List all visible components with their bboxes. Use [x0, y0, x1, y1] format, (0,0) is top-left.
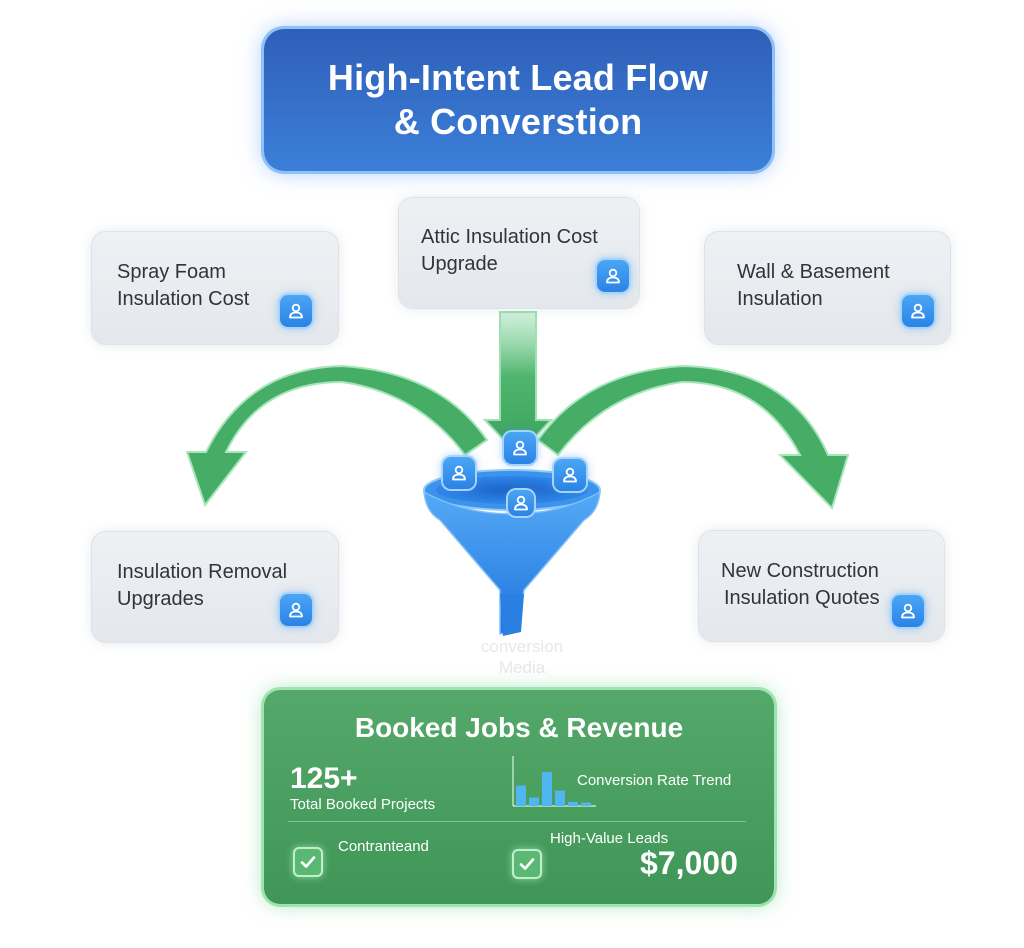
card-label-line-1: Attic Insulation Cost: [421, 226, 598, 248]
faint-label-line-1: conversion: [480, 637, 564, 656]
user-icon: [280, 594, 312, 626]
user-icon: [280, 295, 312, 327]
high-value-leads-label: High-Value Leads: [550, 830, 669, 847]
lead-user-icon: [443, 457, 475, 489]
source-card-attic: Attic Insulation Cost Upgrade: [399, 198, 639, 308]
source-card-new-construction: New Construction Insulation Quotes: [699, 531, 944, 641]
title-line-2: & Converstion: [393, 101, 643, 142]
trend-label: Conversion Rate Trend: [577, 772, 732, 789]
card-label-line-2: Upgrade: [421, 253, 498, 275]
faint-label-line-2: Media: [498, 658, 546, 677]
card-label-line-1: Spray Foam: [117, 261, 226, 283]
check-label: Contranteand: [338, 838, 429, 855]
lead-user-icon: [508, 490, 534, 516]
card-label-line-2: Insulation: [737, 288, 823, 310]
booked-jobs-panel: Booked Jobs & Revenue 125+ Total Booked …: [264, 690, 774, 904]
user-icon: [597, 260, 629, 292]
panel-title: Booked Jobs & Revenue: [354, 712, 684, 743]
source-card-spray-foam: Spray Foam Insulation Cost: [92, 232, 338, 344]
check-icon: [512, 849, 542, 879]
source-card-removal: Insulation Removal Upgrades: [92, 532, 338, 642]
lead-user-icon: [504, 432, 536, 464]
card-label-line-2: Insulation Quotes: [724, 587, 880, 609]
booked-label: Total Booked Projects: [290, 796, 436, 813]
title-line-1: High-Intent Lead Flow: [327, 57, 709, 98]
user-icon: [902, 295, 934, 327]
card-label-line-2: Insulation Cost: [117, 288, 250, 310]
booked-count: 125+: [290, 762, 358, 795]
trend-bar: [542, 772, 552, 806]
trend-bar: [529, 797, 539, 806]
lead-user-icon: [554, 459, 586, 491]
trend-bar: [581, 802, 591, 806]
funnel-faint-label: conversion Media: [442, 636, 602, 678]
arrow-curve-right: [536, 364, 850, 510]
card-label-line-1: New Construction: [721, 560, 879, 582]
arrow-curve-left: [185, 364, 489, 508]
trend-bar: [568, 801, 578, 806]
user-icon: [892, 595, 924, 627]
diagram-title-banner: High-Intent Lead Flow & Converstion: [264, 29, 772, 171]
trend-bar: [516, 785, 526, 806]
card-label-line-2: Upgrades: [117, 588, 204, 610]
trend-bar: [555, 790, 565, 806]
card-label-line-1: Insulation Removal: [117, 561, 288, 583]
conversion-trend-chart: [512, 756, 596, 807]
check-icon: [293, 847, 323, 877]
card-label-line-1: Wall & Basement: [737, 261, 890, 283]
panel-divider: [288, 821, 746, 822]
source-card-wall-basement: Wall & Basement Insulation: [705, 232, 950, 344]
revenue-value: $7,000: [640, 845, 738, 881]
